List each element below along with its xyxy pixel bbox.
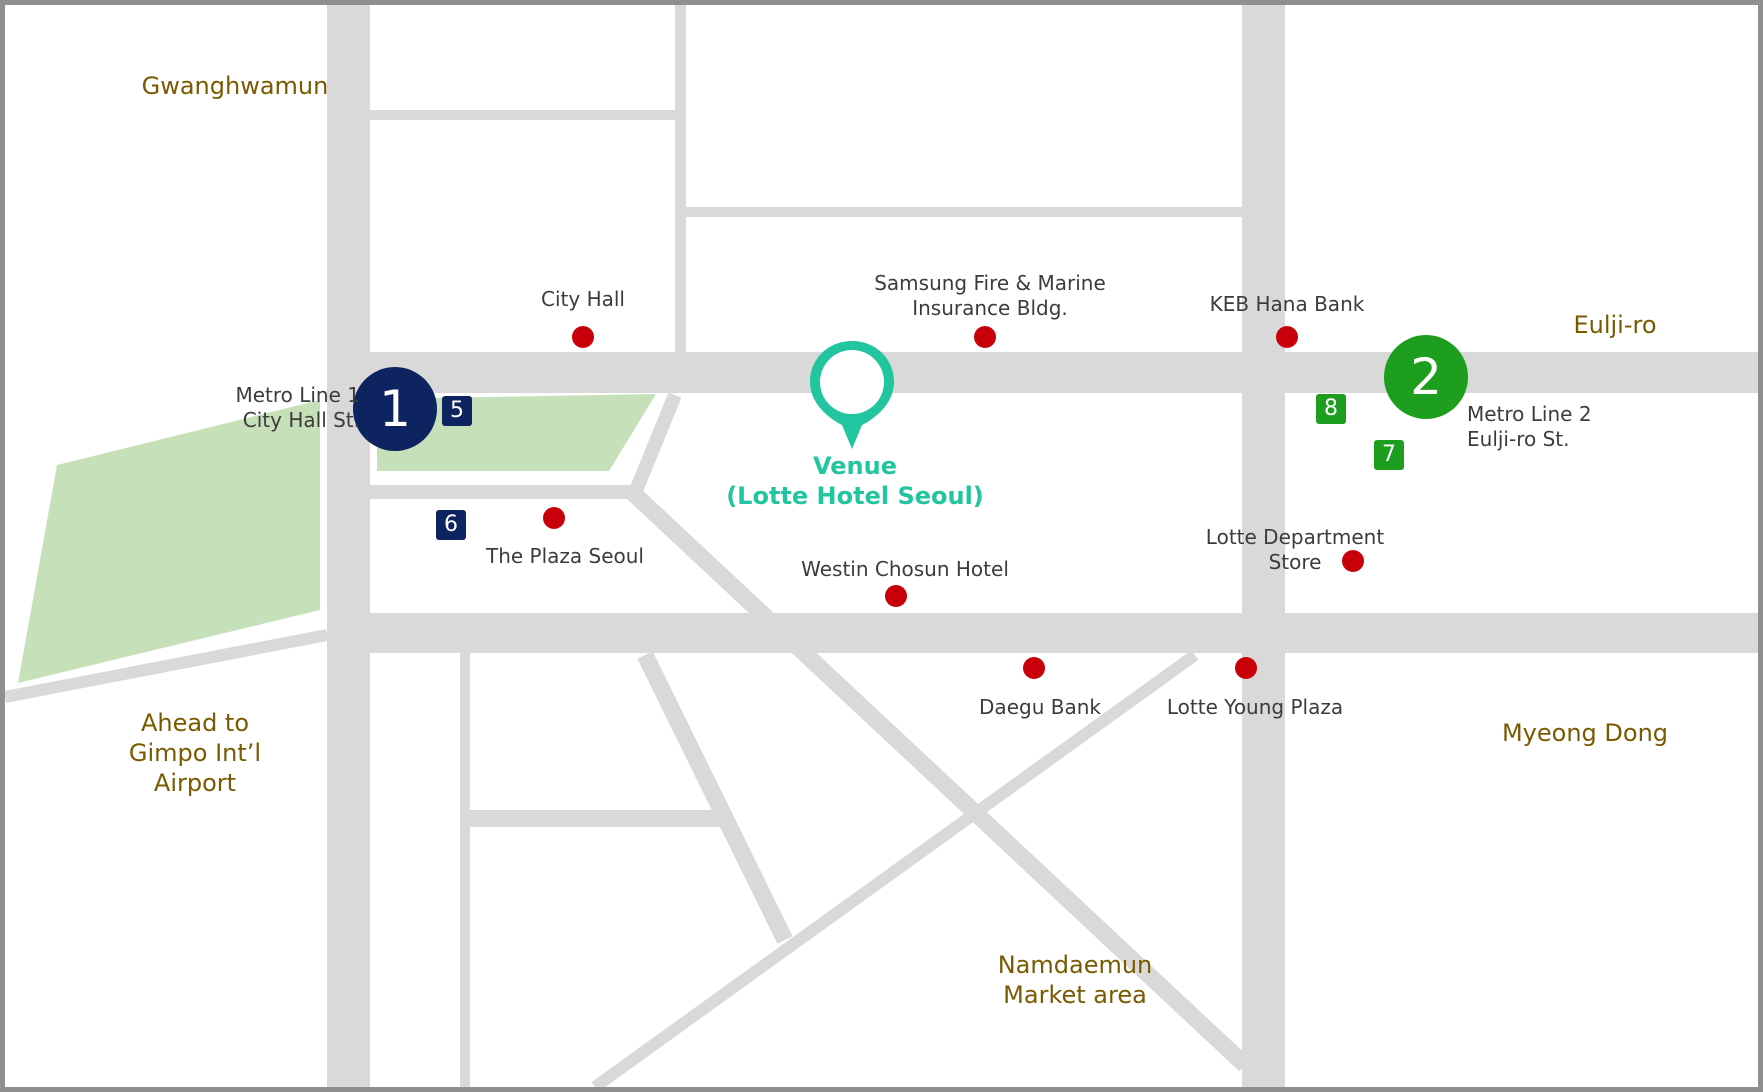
marker-samsung-fire xyxy=(974,326,996,348)
map-canvas xyxy=(5,5,1758,1087)
road-diagonal-west xyxy=(5,629,329,703)
label-keb-hana-bank: KEB Hana Bank xyxy=(1209,292,1365,316)
area-label-namdaemun-line1: Namdaemun xyxy=(997,951,1153,979)
marker-plaza-seoul xyxy=(543,507,565,529)
label-lotte-department: Lotte Department Store xyxy=(1190,525,1400,575)
label-daegu-bank: Daegu Bank xyxy=(979,695,1101,719)
marker-daegu-bank xyxy=(1023,657,1045,679)
area-label-airport-line3: Airport xyxy=(153,769,237,797)
area-label-eulji-ro: Eulji-ro xyxy=(1573,311,1657,339)
label-city-hall: City Hall xyxy=(541,287,625,311)
area-label-namdaemun-line2: Market area xyxy=(1003,981,1147,1009)
area-label-airport-line1: Ahead to xyxy=(140,709,250,737)
metro-exit-7-badge: 7 xyxy=(1374,440,1404,470)
metro-line1-label: Metro Line 1 City Hall St. xyxy=(190,383,360,433)
road-horizontal-north-east xyxy=(686,207,1242,217)
road-diagonal-plaza xyxy=(628,392,682,496)
label-lotte-young-plaza: Lotte Young Plaza xyxy=(1166,695,1344,719)
area-label-airport-line2: Gimpo Int’l xyxy=(128,739,262,767)
label-samsung-fire-line2: Insurance Bldg. xyxy=(912,296,1068,320)
label-lotte-department-line2: Store xyxy=(1268,550,1322,574)
marker-lotte-young-plaza xyxy=(1235,657,1257,679)
area-label-gwanghwamun: Gwanghwamun xyxy=(141,72,329,100)
marker-westin-chosun xyxy=(885,585,907,607)
road-diagonal-venue xyxy=(627,486,1251,1072)
metro-exit-8-badge: 8 xyxy=(1316,394,1346,424)
marker-city-hall xyxy=(572,326,594,348)
road-vertical-mid xyxy=(675,5,686,352)
area-label-namdaemun: Namdaemun Market area xyxy=(965,950,1185,1010)
metro-line2-label: Metro Line 2 Eulji-ro St. xyxy=(1467,402,1637,452)
road-vertical-west xyxy=(327,5,370,1087)
marker-lotte-department xyxy=(1342,550,1364,572)
park-west xyxy=(18,400,320,683)
metro-exit-6-badge: 6 xyxy=(436,510,466,540)
label-samsung-fire: Samsung Fire & Marine Insurance Bldg. xyxy=(860,271,1120,321)
venue-name: Venue xyxy=(813,452,897,480)
road-horizontal-north xyxy=(370,110,675,120)
road-diagonal-south xyxy=(637,651,793,944)
road-horizontal-south xyxy=(370,613,1758,653)
road-diagonal-namdaemun xyxy=(591,650,1199,1087)
road-vertical-east xyxy=(1242,5,1285,1087)
metro-line1-label-line2: City Hall St. xyxy=(242,408,360,432)
location-pin-icon xyxy=(810,341,894,449)
road-eulji-ro xyxy=(370,352,1758,393)
metro-line2-station-icon: 2 xyxy=(1384,335,1468,419)
label-westin-chosun: Westin Chosun Hotel xyxy=(801,557,1009,581)
marker-keb-hana-bank xyxy=(1276,326,1298,348)
road-horizontal-lower xyxy=(470,810,725,827)
area-label-airport: Ahead to Gimpo Int’l Airport xyxy=(80,708,310,798)
road-vertical-south xyxy=(460,653,470,1087)
venue-detail: (Lotte Hotel Seoul) xyxy=(726,482,984,510)
metro-exit-5-badge: 5 xyxy=(442,396,472,426)
venue-label: Venue (Lotte Hotel Seoul) xyxy=(710,451,1000,511)
metro-line2-label-line1: Metro Line 2 xyxy=(1467,402,1592,426)
metro-line1-station-icon: 1 xyxy=(353,367,437,451)
label-lotte-department-line1: Lotte Department xyxy=(1205,525,1385,549)
road-plaza-side xyxy=(370,485,635,499)
metro-line2-label-line2: Eulji-ro St. xyxy=(1467,427,1570,451)
metro-line1-label-line1: Metro Line 1 xyxy=(235,383,360,407)
label-plaza-seoul: The Plaza Seoul xyxy=(485,544,644,568)
label-samsung-fire-line1: Samsung Fire & Marine xyxy=(874,271,1106,295)
area-label-myeong-dong: Myeong Dong xyxy=(1501,719,1669,747)
